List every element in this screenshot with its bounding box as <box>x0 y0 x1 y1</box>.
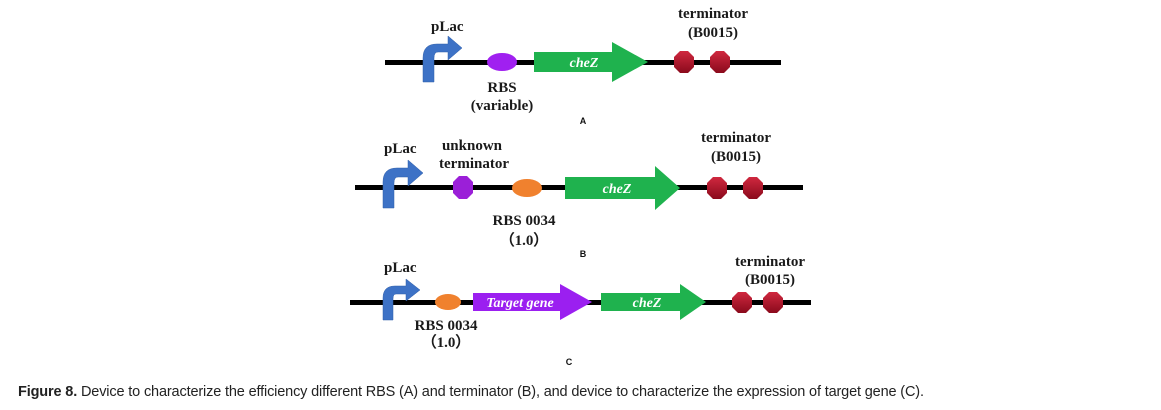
promoter-label: pLac <box>384 260 417 276</box>
chez-gene-label: cheZ <box>633 296 662 311</box>
chez-gene-arrow <box>601 284 706 320</box>
chez-gene-arrow <box>565 166 680 210</box>
rbs-label-line2: （1.0） <box>422 333 471 351</box>
rbs-label-line2: （1.0） <box>500 231 549 249</box>
caption-text: Device to characterize the efficiency di… <box>77 384 924 400</box>
target-gene-label: Target gene <box>486 296 554 311</box>
promoter-arrow-icon <box>382 278 421 321</box>
rbs-variable-icon <box>487 53 517 71</box>
terminator-label-line1: terminator <box>735 254 805 270</box>
promoter-label: pLac <box>384 141 417 157</box>
panel-b: pLac unknown terminator RBS 0034 （1.0） c… <box>355 130 803 259</box>
terminator-icon <box>732 292 752 313</box>
rbs-0034-icon <box>435 294 461 310</box>
terminator-icon <box>763 292 783 313</box>
terminator-icon <box>710 51 730 73</box>
panel-c: pLac RBS 0034 （1.0） Target gene cheZ ter… <box>350 254 811 367</box>
rbs-label-line1: RBS 0034 <box>415 318 478 334</box>
terminator-label-line2: (B0015) <box>711 149 761 165</box>
chez-gene-arrow <box>534 42 648 82</box>
unknown-terminator-label-line1: unknown <box>442 138 503 154</box>
terminator-icon <box>674 51 694 73</box>
figure-number: Figure 8. <box>18 384 78 400</box>
panel-label-b: B <box>580 249 587 259</box>
promoter-arrow-icon <box>422 35 463 83</box>
chez-gene-label: cheZ <box>603 182 632 197</box>
figure-caption: Figure 8. Device to characterize the eff… <box>18 384 924 400</box>
panel-a: pLac RBS (variable) cheZ terminator (B00… <box>385 6 781 126</box>
terminator-label-line1: terminator <box>678 6 748 22</box>
panel-label-c: C <box>566 357 573 367</box>
promoter-arrow-icon <box>382 159 424 209</box>
terminator-icon <box>707 177 727 199</box>
terminator-label-line1: terminator <box>701 130 771 146</box>
promoter-label: pLac <box>431 19 464 35</box>
terminator-label-line2: (B0015) <box>688 25 738 41</box>
unknown-terminator-icon <box>453 176 473 199</box>
chez-gene-label: cheZ <box>570 56 599 71</box>
panel-label-a: A <box>580 116 587 126</box>
rbs-label-line1: RBS 0034 <box>493 213 556 229</box>
terminator-label-line2: (B0015) <box>745 272 795 288</box>
terminator-icon <box>743 177 763 199</box>
rbs-label-line1: RBS <box>487 80 516 96</box>
unknown-terminator-label-line2: terminator <box>439 156 509 172</box>
target-gene-arrow <box>473 284 592 320</box>
genetic-device-diagram: pLac RBS (variable) cheZ terminator (B00… <box>350 6 811 367</box>
rbs-0034-icon <box>512 179 542 197</box>
rbs-label-line2: (variable) <box>471 98 533 114</box>
